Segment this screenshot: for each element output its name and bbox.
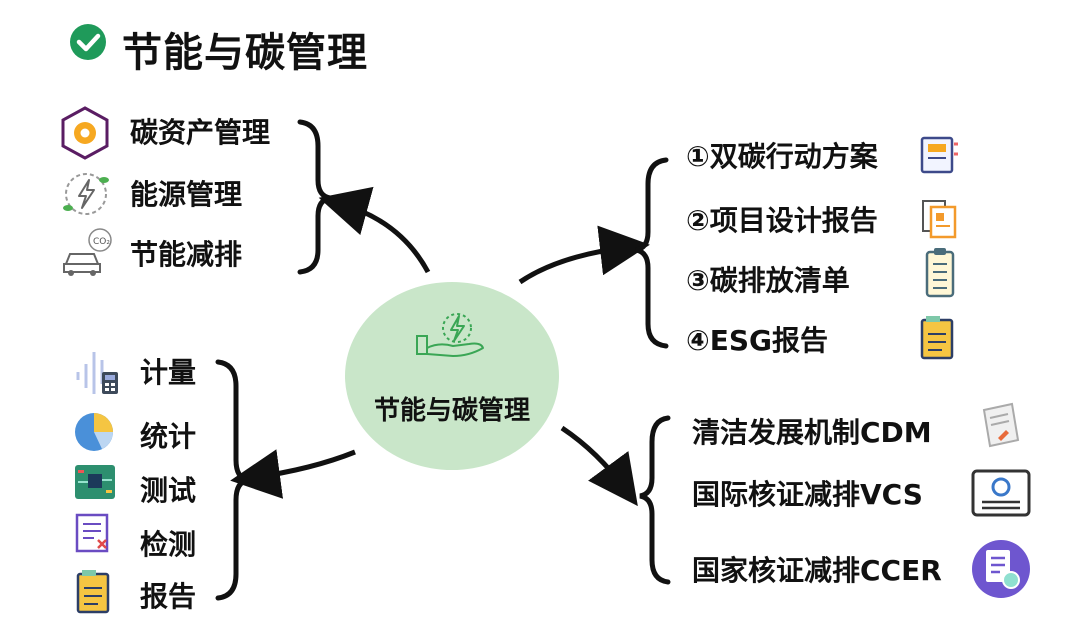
pie-chart-icon — [75, 413, 113, 451]
brace-top-right — [635, 157, 669, 349]
circuit-board-icon — [75, 465, 115, 499]
arrow-top-left — [318, 186, 431, 274]
bottom-right-item: 清洁发展机制CDM — [692, 416, 932, 449]
page-title: 节能与碳管理 — [122, 30, 368, 76]
svg-text:CO₂: CO₂ — [93, 237, 110, 247]
energy-hand-icon — [416, 313, 484, 357]
bottom-left-item: 计量 — [140, 356, 197, 389]
center-label: 节能与碳管理 — [373, 396, 530, 426]
bottom-left-item: 统计 — [140, 420, 197, 453]
check-icon — [70, 24, 106, 60]
bottom-left-item: 测试 — [140, 474, 197, 507]
bottom-left-item: 报告 — [140, 580, 197, 613]
notebook-icon — [920, 136, 958, 174]
report-document-icon — [922, 200, 957, 239]
top-right-item: ②项目设计报告 — [686, 204, 878, 237]
gear-hexagon-icon — [61, 106, 109, 160]
car-co2-icon: CO₂ — [63, 228, 112, 276]
meter-calculator-icon — [76, 352, 118, 394]
brace-bottom-left — [215, 359, 249, 601]
arrow-top-right — [518, 225, 650, 285]
bottom-right-item: 国家核证减排CCER — [692, 554, 942, 587]
top-right-item: ③碳排放清单 — [686, 264, 850, 297]
center-node — [345, 282, 559, 470]
inspection-document-icon — [75, 513, 109, 553]
certificate-badge-icon — [972, 540, 1030, 598]
brace-top-left — [297, 119, 331, 275]
report-file-icon — [76, 570, 110, 614]
bottom-right-item: 国际核证减排VCS — [692, 478, 923, 511]
energy-leaf-icon — [63, 173, 109, 215]
brace-bottom-right — [639, 415, 671, 585]
arrow-bottom-left — [230, 449, 356, 499]
id-certificate-icon — [971, 469, 1031, 517]
esg-document-icon — [920, 316, 954, 360]
top-left-item: 节能减排 — [130, 238, 243, 271]
bottom-left-item: 检测 — [140, 528, 197, 561]
clipboard-icon — [925, 248, 955, 298]
top-right-item: ④ESG报告 — [686, 324, 828, 357]
top-right-item: ①双碳行动方案 — [686, 140, 878, 173]
top-left-item: 能源管理 — [130, 178, 243, 211]
arrow-bottom-right — [560, 425, 638, 507]
certificate-pen-icon — [982, 402, 1020, 448]
top-left-item: 碳资产管理 — [130, 116, 271, 149]
